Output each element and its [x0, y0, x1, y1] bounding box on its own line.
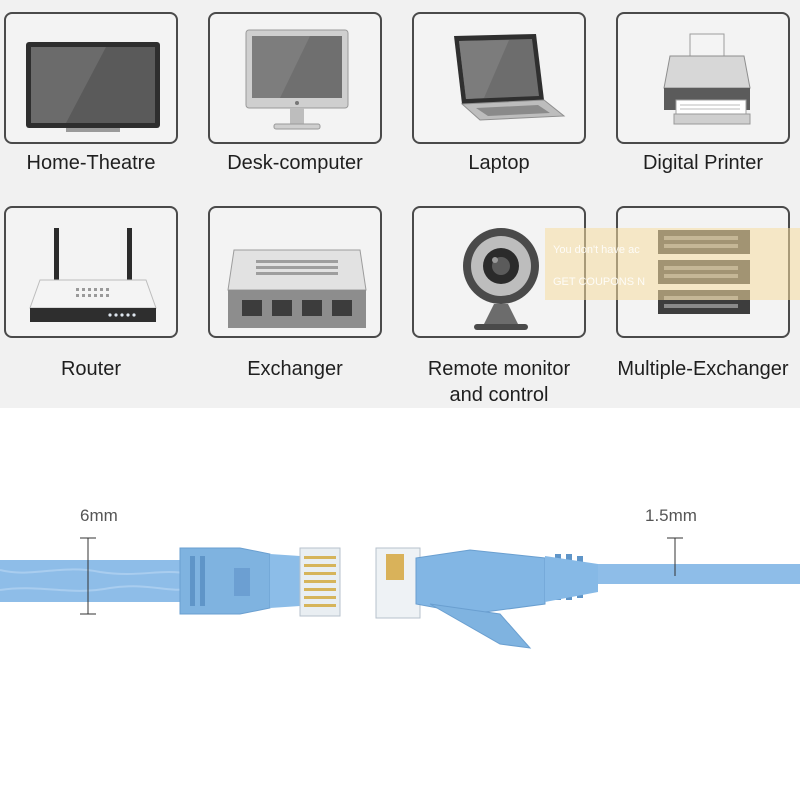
desktop-monitor-icon — [245, 29, 349, 130]
home-theatre-label: Home-Theatre — [26, 152, 156, 174]
desk-computer-label: Desk-computer — [227, 152, 363, 174]
router-card — [4, 206, 178, 338]
cable-illustration: 6mm 1.5mm — [0, 408, 800, 800]
remote-monitor-label: Remote monitor and control — [399, 356, 599, 408]
tv-icon — [26, 42, 160, 132]
network-switch-icon — [227, 249, 367, 328]
router-icon — [29, 228, 157, 322]
device-panel: Home-Theatre Desk-computer Laptop — [0, 0, 800, 408]
overlay-line1: You don't have ac — [553, 244, 640, 256]
exchanger-label: Exchanger — [247, 358, 343, 380]
digital-printer-card — [616, 12, 790, 144]
webcam-icon — [463, 228, 539, 330]
thin-thickness-label: 1.5mm — [645, 506, 697, 525]
ethernet-cable-icon — [0, 537, 800, 649]
overlay-line2: GET COUPONS N — [553, 276, 646, 288]
router-label: Router — [60, 358, 122, 380]
exchanger-card — [208, 206, 382, 338]
digital-printer-label: Digital Printer — [642, 152, 764, 174]
laptop-card — [412, 12, 586, 144]
printer-icon — [663, 33, 751, 125]
laptop-icon — [454, 34, 566, 121]
desk-computer-card — [208, 12, 382, 144]
coupon-overlay[interactable]: You don't have ac GET COUPONS N — [545, 228, 800, 300]
thickness-label: 6mm — [80, 506, 118, 525]
multiple-exchanger-label: Multiple-Exchanger — [617, 358, 789, 380]
laptop-label: Laptop — [468, 152, 530, 174]
home-theatre-card — [4, 12, 178, 144]
remote-monitor-label-line1: Remote monitor — [427, 358, 571, 380]
remote-monitor-label-line2: and control — [449, 384, 549, 406]
